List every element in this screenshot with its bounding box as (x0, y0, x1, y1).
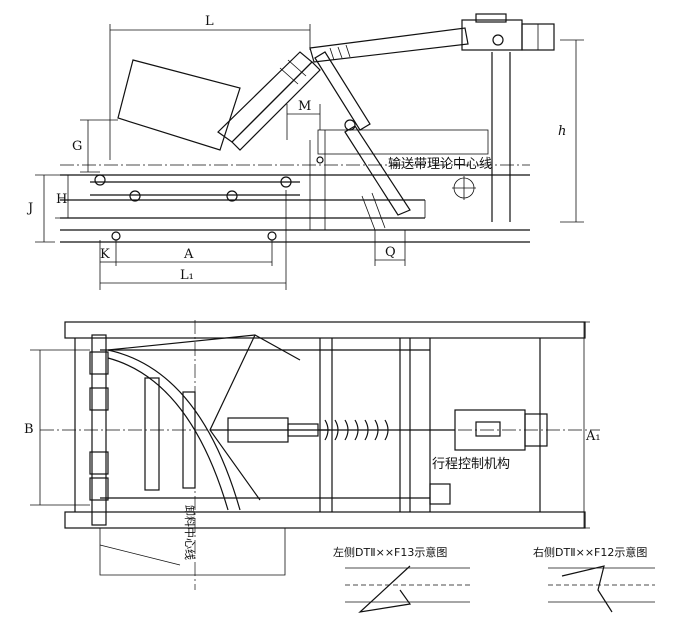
dim-label-H: H (56, 192, 67, 207)
right-schematic: 右侧DTⅡ××F12示意图 (533, 545, 655, 613)
left-schematic-caption: 左侧DTⅡ××F13示意图 (333, 545, 447, 559)
dim-label-M: M (298, 99, 311, 114)
dim-label-G: G (72, 139, 82, 154)
unload-centerline-label: 卸料中心线 (183, 505, 197, 560)
dim-label-L: L (205, 14, 214, 29)
dim-label-Q: Q (385, 245, 396, 260)
dim-label-L1: L₁ (180, 268, 194, 283)
right-schematic-caption: 右侧DTⅡ××F12示意图 (533, 545, 647, 559)
dim-label-A1: A₁ (585, 429, 601, 444)
plan-view: 行程控制机构 卸料中心线 B A₁ (24, 320, 601, 590)
dim-label-A: A (183, 247, 194, 262)
travel-control-label: 行程控制机构 (432, 457, 510, 472)
dim-label-B: B (24, 422, 34, 437)
side-elevation-view: L h 输送带理论中心线 (26, 13, 584, 290)
dim-label-K: K (100, 247, 110, 262)
left-schematic: 左侧DTⅡ××F13示意图 (333, 545, 470, 613)
dim-label-h: h (558, 124, 566, 139)
conveyor-centerline-label: 输送带理论中心线 (388, 156, 492, 172)
dim-label-J: J (26, 201, 33, 216)
